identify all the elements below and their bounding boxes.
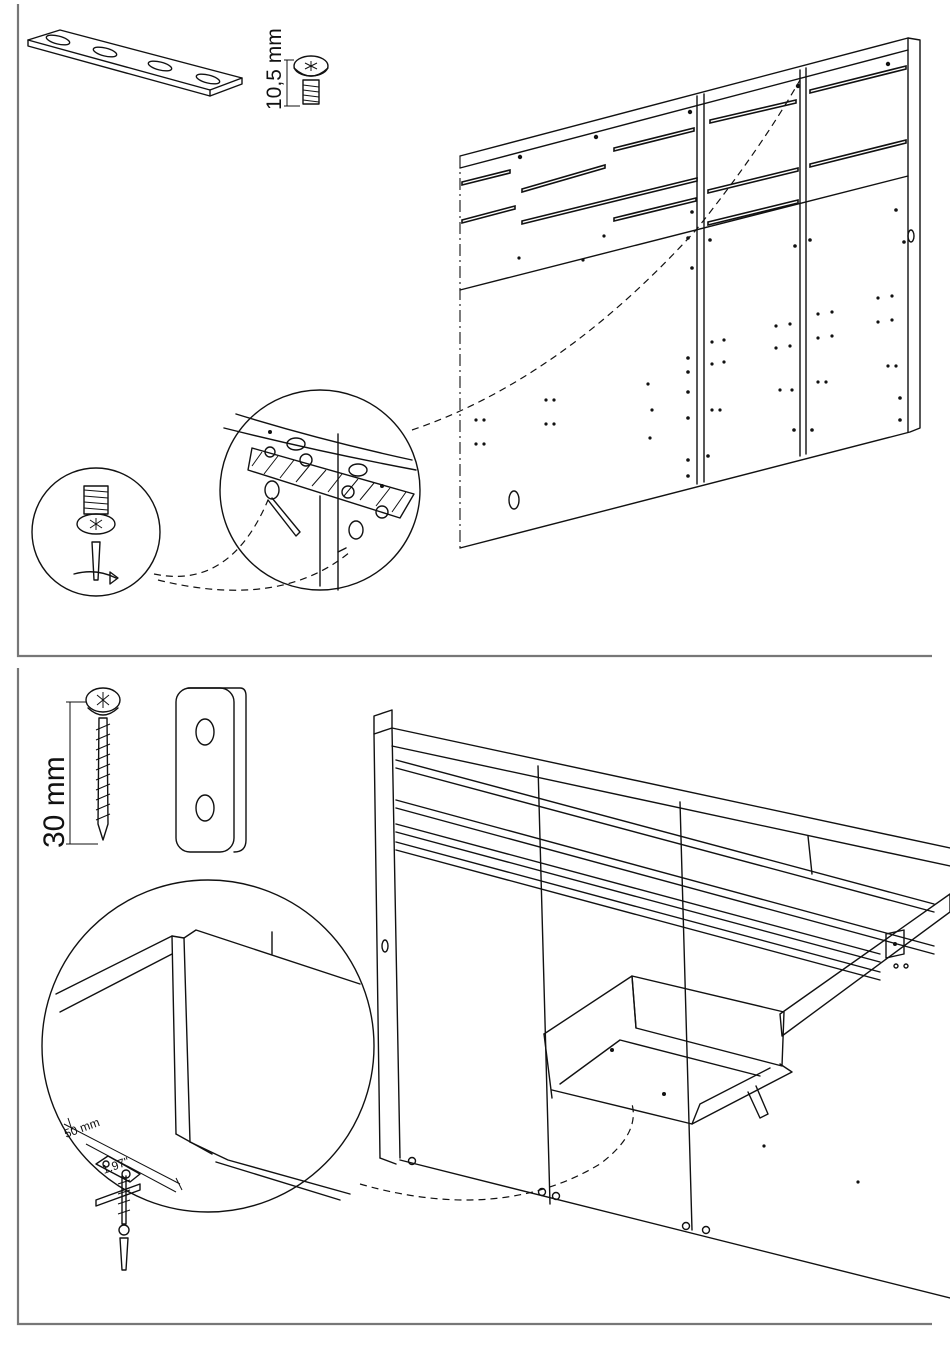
assembly-step-1: 10,5 mm <box>0 0 950 660</box>
screw-detail-circle <box>32 468 160 596</box>
step-2-frame <box>18 668 932 1324</box>
headboard-back-panel <box>460 38 920 548</box>
connector-plate-part <box>28 30 242 96</box>
callout-line-1 <box>412 80 800 430</box>
long-screw-part <box>66 688 120 844</box>
step-2-illustration: 30 mm <box>0 664 950 1369</box>
assembly-step-2: 30 mm <box>0 664 950 1369</box>
step-1-illustration: 10,5 mm <box>0 0 950 660</box>
bed-frame-assembly <box>374 710 950 1298</box>
plate-detail-circle <box>220 390 420 590</box>
short-screw-part <box>284 56 328 106</box>
mounting-bracket-part <box>176 688 246 852</box>
screw-length-label: 10,5 mm <box>263 28 286 110</box>
callout-line-2 <box>154 500 268 576</box>
screw-length-label-30: 30 mm <box>38 756 71 848</box>
slat-rows <box>396 760 934 980</box>
corner-detail-circle <box>42 880 374 1270</box>
callout-line-3 <box>158 552 350 590</box>
callout-line-4 <box>360 1104 633 1200</box>
